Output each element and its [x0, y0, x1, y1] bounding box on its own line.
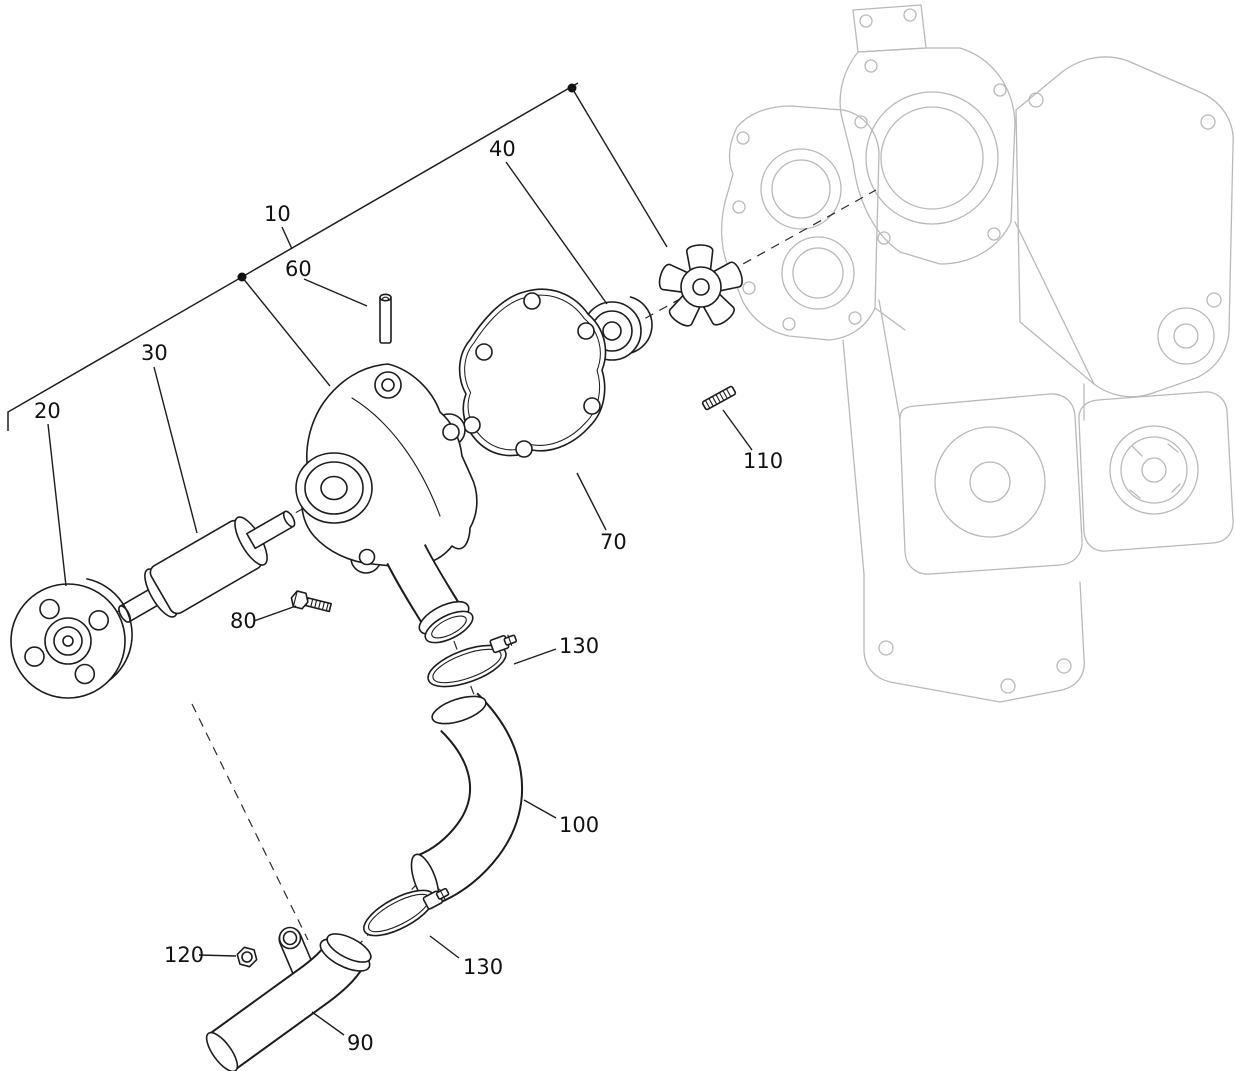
leader-20 — [47, 423, 67, 587]
pump-housing-part-10 — [295, 363, 478, 644]
clamp-part-130-lower — [363, 887, 450, 937]
part-label-60: 60 — [285, 257, 312, 281]
stud-part-60 — [379, 293, 392, 344]
pipe-part-90 — [205, 926, 372, 1071]
part-label-130-upper: 130 — [559, 634, 599, 658]
leader-lines — [47, 161, 753, 1036]
part-label-90: 90 — [347, 1031, 374, 1055]
bolt-part-80 — [290, 590, 332, 613]
gasket-part-70 — [458, 288, 607, 458]
engine-block-ghost — [721, 4, 1234, 703]
leader-80 — [253, 605, 297, 622]
part-label-120: 120 — [164, 943, 204, 967]
stud-part-110 — [701, 385, 737, 411]
leader-90 — [311, 1011, 345, 1036]
leader-100 — [523, 799, 557, 819]
leader-130-lower — [429, 935, 460, 959]
part-label-110: 110 — [743, 449, 783, 473]
part-label-10: 10 — [264, 202, 291, 226]
assembly-boundary-line — [7, 82, 579, 431]
clamp-part-130-upper — [427, 634, 518, 688]
shaft-part-30 — [118, 510, 296, 623]
datum-line-to-housing — [241, 276, 331, 387]
hose-part-100 — [410, 692, 524, 907]
impeller-part-40 — [658, 244, 743, 327]
pulley-hub-part-20 — [10, 578, 133, 699]
part-label-70: 70 — [600, 530, 627, 554]
part-label-100: 100 — [559, 813, 599, 837]
datum-line-to-impeller — [571, 87, 668, 248]
leader-40 — [505, 161, 608, 305]
part-label-20: 20 — [34, 399, 61, 423]
leader-10 — [281, 226, 293, 250]
bracket-axis-centerline — [191, 703, 309, 941]
callout-labels: 10 20 30 40 60 70 80 90 100 110 120 130 … — [34, 137, 783, 1055]
part-label-40: 40 — [489, 137, 516, 161]
leader-120 — [198, 954, 237, 957]
leader-110 — [722, 409, 753, 451]
bracket-bolt-hole — [282, 930, 298, 946]
nut-part-120 — [236, 946, 258, 968]
part-label-80: 80 — [230, 609, 257, 633]
leader-30 — [153, 366, 198, 534]
part-label-30: 30 — [141, 341, 168, 365]
part-label-130-lower: 130 — [463, 955, 503, 979]
leader-130-upper — [513, 648, 557, 665]
leader-60 — [303, 278, 368, 307]
leader-70 — [576, 472, 607, 531]
